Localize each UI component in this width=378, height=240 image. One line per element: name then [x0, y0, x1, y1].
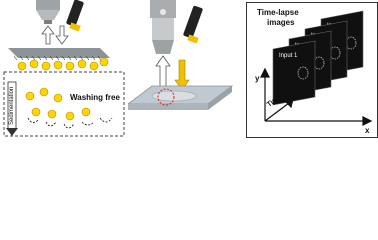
- left-panel-illustration: Sedimentation Washing free: [3, 0, 125, 137]
- arrow-up-icon: [155, 55, 171, 89]
- sedimentation-label: Sedimentation: [9, 87, 15, 125]
- arrow-up-icon: [41, 25, 55, 45]
- arrow-down-icon: [174, 59, 190, 91]
- left-panel: Sedimentation Washing free: [0, 0, 128, 139]
- antibody-array: [13, 55, 102, 61]
- motion-arrows: [27, 117, 113, 129]
- frame-input-1: Input 1: [272, 40, 316, 106]
- light-source-icon: [183, 5, 203, 44]
- axes: [260, 67, 373, 126]
- arrow-down-icon: [55, 25, 69, 45]
- frame-label: Input 1: [279, 53, 298, 59]
- washing-free-label: Washing free: [70, 93, 120, 102]
- captured-beads: [17, 57, 109, 71]
- objective-lens-icon: [36, 0, 60, 24]
- glass-slide-side: [208, 86, 232, 110]
- glass-slide-edge: [128, 104, 208, 110]
- microscope-slide-illustration: [126, 0, 234, 110]
- channel: [151, 90, 197, 102]
- right-panel: Time-lapse images Input 4 Input 3 Input …: [246, 2, 378, 138]
- free-beads: [25, 87, 91, 121]
- surface-plate: [8, 48, 110, 58]
- sedimentation-arrow-icon: [6, 81, 18, 136]
- middle-panel: [126, 0, 240, 139]
- time-lapse-title-2: images: [267, 18, 295, 27]
- time-lapse-title-1: Time-lapse: [257, 8, 299, 17]
- axis-y-label: y: [255, 74, 260, 83]
- focus-circle: [157, 88, 175, 106]
- light-source-icon: [66, 0, 84, 32]
- objective-lens-icon: [150, 0, 176, 54]
- time-lapse-stack: Time-lapse images Input 4 Input 3 Input …: [255, 8, 373, 135]
- sediment-box: [3, 71, 125, 137]
- axis-x-label: x: [365, 126, 370, 135]
